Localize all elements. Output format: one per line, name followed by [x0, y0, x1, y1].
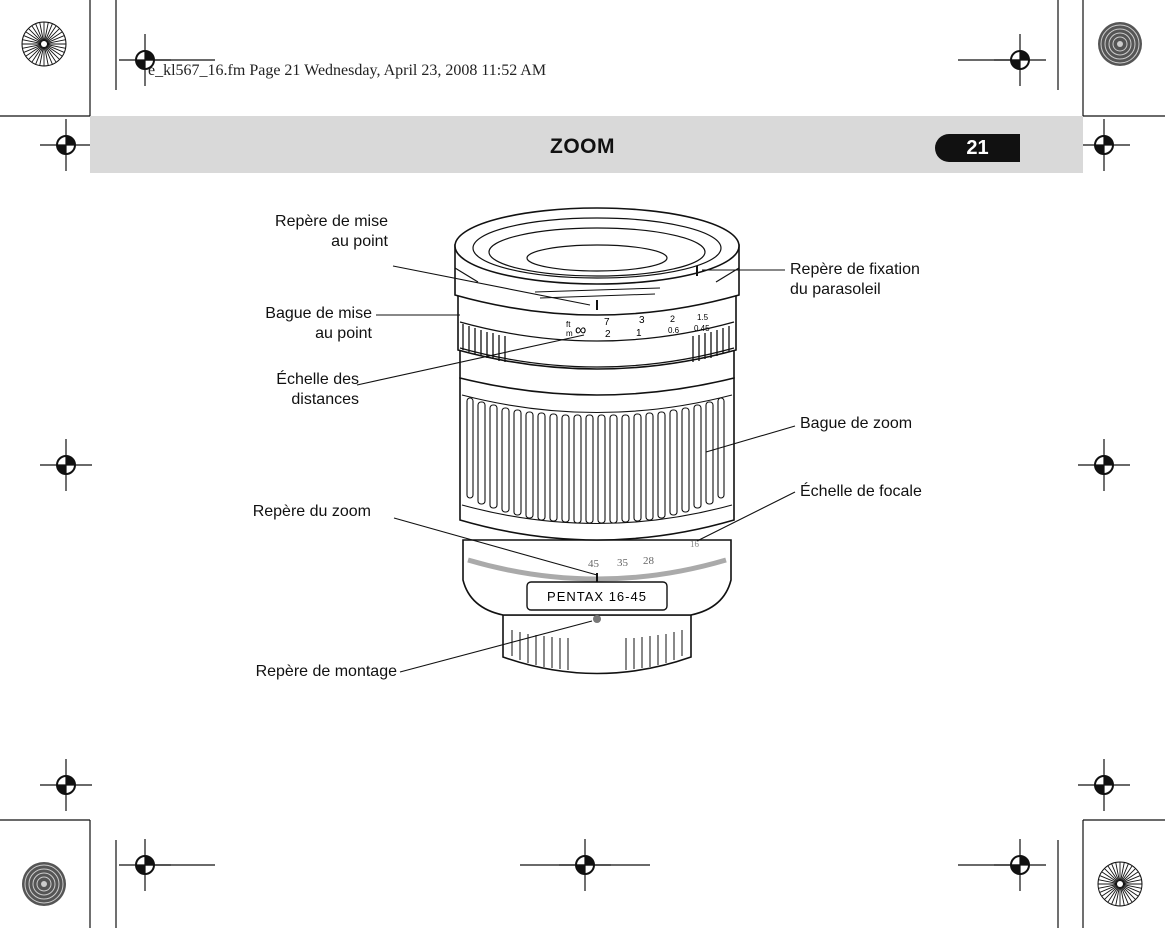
distance-ft-2: 2 — [670, 314, 675, 324]
callout-focal-scale: Échelle de focale — [800, 483, 922, 500]
lens-brand-label: PENTAX 16-45 — [547, 589, 647, 604]
distance-ft-1: 3 — [639, 315, 645, 326]
distance-m-0: 2 — [605, 329, 611, 340]
callout-zoom-mark: Repère du zoom — [252, 503, 371, 520]
distance-unit-m: m — [566, 329, 573, 338]
file-info-line: e_kl567_16.fm Page 21 Wednesday, April 2… — [148, 62, 547, 79]
callout-mount-mark: Repère de montage — [255, 663, 397, 680]
focal-mark-0: 45 — [588, 558, 600, 570]
focal-mark-2: 28 — [643, 555, 655, 567]
page-title: ZOOM — [550, 135, 615, 158]
callout-hood-mark: Repère de fixation du parasoleil — [790, 261, 920, 298]
distance-ft-0: 7 — [604, 317, 610, 328]
page-number-tab: 21 — [935, 134, 1020, 162]
header-band — [90, 116, 1083, 173]
distance-m-2: 0.6 — [668, 326, 680, 335]
focal-mark-1: 35 — [617, 557, 629, 569]
callout-focus-mark: Repère de mise au point — [275, 213, 388, 250]
callout-focus-ring: Bague de mise au point — [265, 305, 372, 342]
distance-unit-ft: ft — [566, 320, 571, 329]
callout-distance-scale: Échelle des distances — [276, 371, 359, 408]
distance-m-3: 0.45 — [694, 324, 710, 333]
distance-m-1: 1 — [636, 328, 642, 339]
focal-mark-3: 16 — [690, 539, 700, 549]
distance-ft-3: 1.5 — [697, 313, 709, 322]
infinity-mark: ∞ — [575, 322, 586, 339]
callout-zoom-ring: Bague de zoom — [800, 415, 913, 432]
